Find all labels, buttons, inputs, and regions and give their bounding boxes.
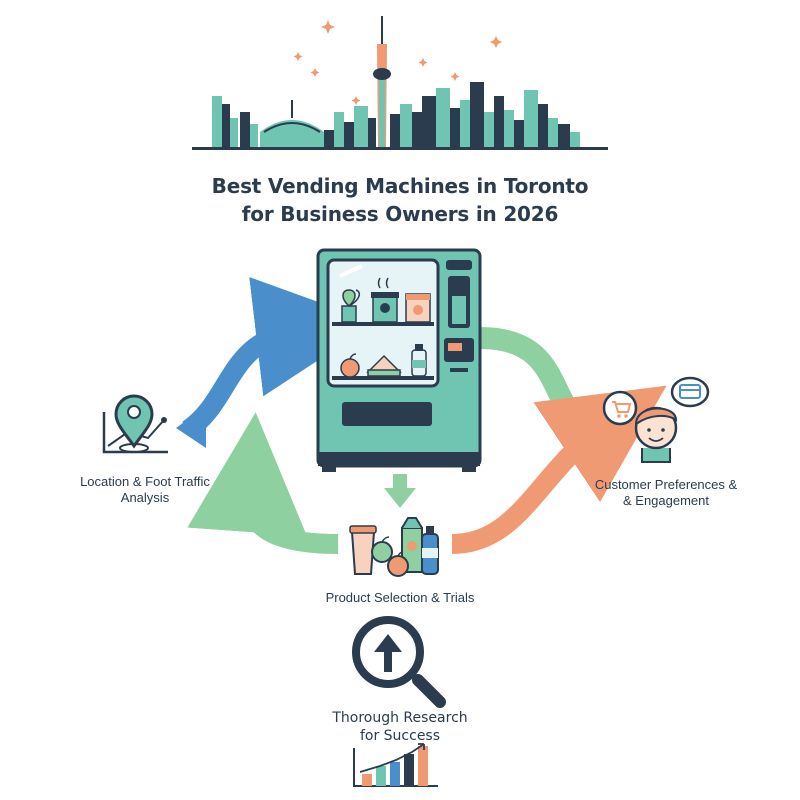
arrow-head-to-location bbox=[176, 406, 206, 448]
arrow-location-lower bbox=[200, 430, 300, 440]
vending-machine-icon bbox=[316, 248, 482, 472]
title-line-1: Best Vending Machines in Toronto bbox=[211, 174, 589, 198]
location-label-line-1: Location & Foot Traffic bbox=[80, 474, 210, 489]
research-label: Thorough Research for Success bbox=[290, 709, 510, 745]
page-title: Best Vending Machines in Toronto for Bus… bbox=[150, 172, 650, 228]
location-label: Location & Foot Traffic Analysis bbox=[60, 474, 230, 506]
location-pin-chart-icon bbox=[102, 394, 168, 454]
customer-label-line-1: Customer Preferences & bbox=[594, 477, 738, 492]
product-group-icon bbox=[349, 517, 439, 577]
growth-bar-chart-icon bbox=[353, 743, 438, 787]
arrow-machine-to-customer bbox=[479, 327, 590, 435]
research-label-line-2: for Success bbox=[359, 728, 441, 744]
toronto-skyline-icon bbox=[192, 16, 608, 150]
research-label-line-1: Thorough Research bbox=[332, 710, 468, 726]
customer-face-icon bbox=[602, 376, 710, 463]
customer-label-line-2: & Engagement bbox=[622, 493, 709, 508]
flow-arrows bbox=[176, 277, 667, 554]
customer-label: Customer Preferences & & Engagement bbox=[578, 477, 754, 509]
location-label-line-2: Analysis bbox=[120, 490, 170, 505]
arrow-product-to-location bbox=[187, 412, 339, 554]
arrow-product-to-customer bbox=[451, 385, 667, 554]
title-line-2: for Business Owners in 2026 bbox=[241, 202, 559, 226]
arrow-machine-to-product bbox=[393, 474, 407, 490]
magnifier-up-arrow-icon bbox=[352, 616, 446, 708]
product-label: Product Selection & Trials bbox=[325, 590, 475, 605]
